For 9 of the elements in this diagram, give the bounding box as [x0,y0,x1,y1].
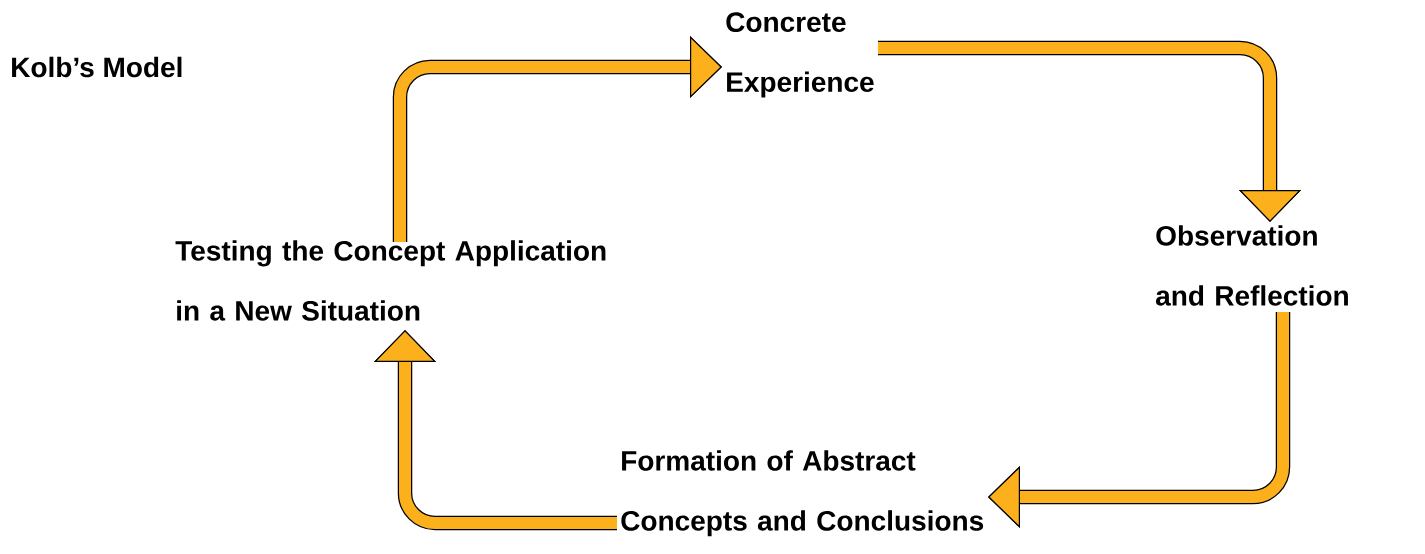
arrow [988,312,1291,529]
step-label: Concrete Experience [726,12,874,98]
arrow [373,330,617,531]
step-label: Testing the Concept Application in a New Situation [175,240,606,321]
step-label: Formation of Abstract Concepts and Conclusions [621,450,984,537]
diagram-title: Kolb’s Model [12,56,182,78]
step-label: Observation and Reflection [1156,225,1348,306]
arrow [878,40,1302,222]
arrow [392,35,722,242]
